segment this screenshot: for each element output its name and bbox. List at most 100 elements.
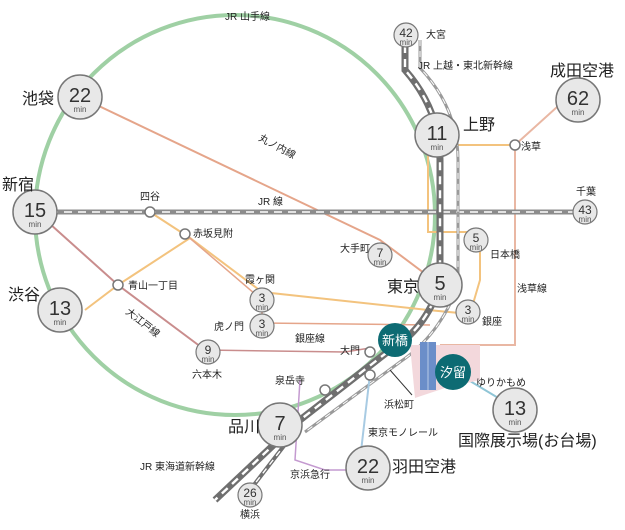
otemachi-label: 大手町 [340, 242, 370, 255]
hamamatsucho-leader [389, 369, 413, 396]
tokyo-label: 東京 [387, 278, 419, 296]
aoyama-dot[interactable] [112, 279, 124, 291]
chiba-time: 43 [578, 203, 592, 217]
kasumigaseki-circle[interactable]: 3 min [249, 287, 275, 313]
shinjuku-label: 新宿 [2, 176, 34, 194]
toranomon-label: 虎ノ門 [214, 321, 244, 333]
narita-label: 成田空港 [550, 62, 614, 80]
yamanote-line [33, 13, 437, 417]
chiba-label: 千葉 [576, 185, 596, 198]
shinjuku-circle[interactable]: 15 min [12, 189, 58, 235]
tokyo-time: 5 [434, 273, 445, 295]
yokohama-time: 26 [243, 486, 257, 500]
nihombashi-time: 5 [473, 231, 480, 245]
daimon-label: 大門 [340, 344, 360, 357]
kasumigaseki-label: 霞ヶ関 [245, 274, 275, 286]
tokyo-circle[interactable]: 5 min [417, 262, 463, 308]
yokohama-circle[interactable]: 26 min [237, 482, 263, 508]
akasakamitsuke-dot[interactable] [179, 228, 191, 240]
ginza-line-label: 銀座線 [295, 332, 325, 345]
shinagawa-label: 品川 [228, 419, 260, 436]
sengakuji-dot[interactable] [319, 384, 331, 396]
hamamatsucho-dot[interactable] [364, 369, 376, 381]
aoyama-label: 青山一丁目 [128, 279, 178, 292]
ueno-time: 11 [427, 123, 448, 145]
haneda-time: 22 [357, 456, 379, 478]
roppongi-label: 六本木 [192, 368, 222, 381]
shimbashi-circle[interactable]: 新橋 [378, 323, 412, 357]
ginza-line [149, 144, 520, 316]
monorail-line [359, 373, 371, 461]
otemachi-circle[interactable]: 7 min [367, 242, 393, 268]
marunouchi-line-label: 丸ノ内線 [257, 131, 298, 161]
oedo-line-east [204, 347, 371, 353]
omiya-min: min [400, 38, 413, 47]
ueno-label: 上野 [463, 116, 495, 134]
yotsuya-dot[interactable] [144, 206, 156, 218]
daimon-dot[interactable] [364, 346, 376, 358]
shinagawa-min: min [274, 433, 287, 442]
kasumigaseki-time: 3 [259, 291, 266, 305]
shiodome-circle[interactable]: 汐留 [435, 354, 471, 390]
omiya-circle[interactable]: 42 min [393, 22, 419, 48]
monorail-line-label: 東京モノレール [368, 426, 438, 439]
chiba-min: min [579, 215, 592, 224]
chiba-circle[interactable]: 43 min [572, 199, 598, 225]
shinagawa-circle[interactable]: 7 min [257, 402, 303, 448]
shinagawa-time: 7 [274, 413, 285, 435]
shimbashi-label: 新橋 [382, 333, 408, 348]
jr-line-label: JR 線 [258, 195, 283, 208]
tokyo-min: min [434, 293, 447, 302]
ueno-min: min [431, 143, 444, 152]
roppongi-min: min [202, 355, 215, 364]
kokusai-label: 国際展示場(お台場) [458, 432, 597, 450]
yamanote-line-label: JR 山手線 [225, 10, 270, 23]
shinjuku-time: 15 [24, 200, 46, 222]
yokohama-min: min [244, 498, 257, 507]
toranomon-time: 3 [259, 317, 266, 331]
otemachi-time: 7 [377, 246, 384, 260]
kokusai-time: 13 [504, 398, 526, 420]
kasumigaseki-min: min [256, 303, 269, 312]
shibuya-circle[interactable]: 13 min [37, 287, 83, 333]
yotsuya-label: 四谷 [140, 191, 160, 203]
narita-circle[interactable]: 62 min [555, 77, 601, 123]
shibuya-label: 渋谷 [8, 286, 40, 304]
yurikamome-line-label: ゆりかもめ [476, 377, 526, 389]
ginza-label: 銀座 [482, 315, 502, 328]
asakusa-label: 浅草 [521, 140, 541, 153]
roppongi-time: 9 [205, 343, 212, 357]
hamamatsucho-label: 浜松町 [384, 398, 414, 411]
omiya-time: 42 [399, 26, 413, 40]
asakusa-dot[interactable] [509, 139, 521, 151]
kokusai-circle[interactable]: 13 min [492, 387, 538, 433]
ueno-circle[interactable]: 11 min [414, 112, 460, 158]
yokohama-label: 横浜 [240, 508, 260, 521]
narita-time: 62 [567, 88, 589, 110]
toranomon-circle[interactable]: 3 min [249, 313, 275, 339]
otemachi-min: min [374, 258, 387, 267]
haneda-min: min [362, 476, 375, 485]
tokaido-line-label: JR 東海道新幹線 [140, 460, 215, 473]
ginza-circle[interactable]: 3 min [455, 299, 481, 325]
roppongi-circle[interactable]: 9 min [195, 339, 221, 365]
haneda-circle[interactable]: 22 min [345, 445, 391, 491]
nihombashi-circle[interactable]: 5 min [463, 227, 489, 253]
marunouchi-line [79, 96, 441, 286]
keikyu-line-label: 京浜急行 [290, 468, 330, 481]
shinjuku-min: min [29, 220, 42, 229]
shinkansen-dash [214, 45, 442, 501]
toranomon-min: min [256, 329, 269, 338]
ikebukuro-time: 22 [69, 85, 91, 107]
nihombashi-min: min [470, 243, 483, 252]
sengakuji-label: 泉岳寺 [275, 374, 305, 387]
ikebukuro-min: min [74, 105, 87, 114]
shibuya-min: min [54, 318, 67, 327]
nihombashi-label: 日本橋 [490, 248, 520, 261]
shiodome-label: 汐留 [440, 365, 466, 380]
shibuya-time: 13 [49, 298, 71, 320]
akasakamitsuke-label: 赤坂見附 [193, 227, 233, 240]
ikebukuro-circle[interactable]: 22 min [57, 74, 103, 120]
asakusa-line-label: 浅草線 [517, 282, 547, 295]
